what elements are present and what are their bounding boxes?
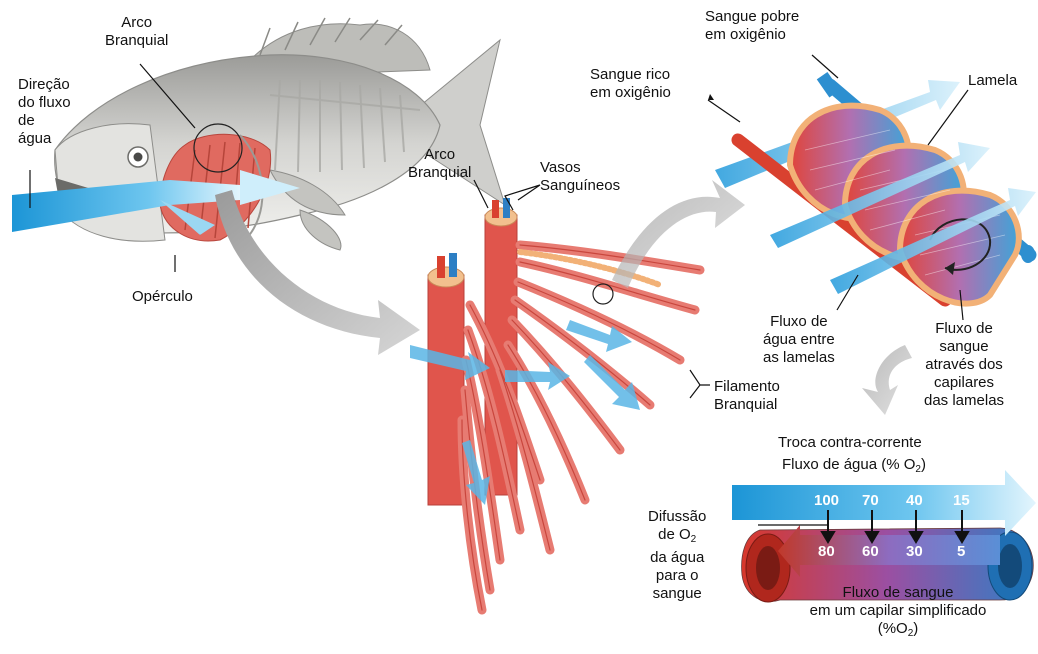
blood-o2-value: 30	[906, 543, 923, 560]
label-part: (%O	[878, 620, 908, 637]
blood-o2-value: 60	[862, 543, 879, 560]
label-lamela: Lamela	[968, 72, 1017, 90]
label-line: de O2	[648, 526, 706, 549]
label-line: do fluxo	[18, 94, 71, 112]
zoom-arrow-lamella-to-exchange	[862, 345, 912, 415]
label-line: Fluxo de sangue	[768, 584, 1028, 602]
label-sangue-pobre: Sangue pobre em oxigênio	[705, 8, 799, 44]
label-line: Sangue pobre	[705, 8, 799, 26]
lamellae	[715, 72, 1036, 304]
label-line: das lamelas	[924, 392, 1004, 410]
label-line: (%O2)	[768, 620, 1028, 643]
label-line: Branquial	[105, 32, 168, 50]
label-line: Difussão	[648, 508, 706, 526]
label-line: sangue	[924, 338, 1004, 356]
water-o2-value: 100	[814, 492, 839, 509]
label-line: Arco	[408, 146, 471, 164]
label-vasos-sanguineos: Vasos Sanguíneos	[540, 159, 620, 195]
label-line: Direção	[18, 76, 71, 94]
label-sangue-rico: Sangue rico em oxigênio	[590, 66, 671, 102]
label-line: Sangue rico	[590, 66, 671, 84]
label-line: através dos	[924, 356, 1004, 374]
water-o2-value: 40	[906, 492, 923, 509]
label-line: em oxigênio	[590, 84, 671, 102]
label-line: Fluxo de	[763, 313, 835, 331]
label-fluxo-agua-o2: Fluxo de água (% O2)	[782, 456, 926, 479]
label-line: para o	[648, 567, 706, 585]
fish	[55, 18, 505, 250]
label-line: Vasos	[540, 159, 620, 177]
label-subscript: 2	[691, 534, 697, 545]
label-troca-contra-corrente: Troca contra-corrente	[778, 434, 922, 452]
label-line: Branquial	[408, 164, 471, 182]
label-line: da água	[648, 549, 706, 567]
label-operculo: Opérculo	[132, 288, 193, 306]
water-o2-value: 15	[953, 492, 970, 509]
blood-o2-value: 80	[818, 543, 835, 560]
label-fluxo-agua-lamelas: Fluxo de água entre as lamelas	[763, 313, 835, 367]
label-line: capilares	[924, 374, 1004, 392]
label-line: água entre	[763, 331, 835, 349]
label-line: Arco	[105, 14, 168, 32]
countercurrent-exchange	[732, 470, 1036, 602]
label-filamento-branquial: Filamento Branquial	[714, 378, 780, 414]
label-line: Filamento	[714, 378, 780, 396]
label-line: as lamelas	[763, 349, 835, 367]
label-part: )	[921, 456, 926, 473]
label-line: sangue	[648, 585, 706, 603]
zoom-arrow-filament-to-lamella	[612, 180, 745, 288]
label-part: Fluxo de água (% O	[782, 456, 915, 473]
water-flow-band	[732, 470, 1036, 536]
label-line: em oxigênio	[705, 26, 799, 44]
label-line: Sanguíneos	[540, 177, 620, 195]
label-arco-branquial-gill: Arco Branquial	[408, 146, 471, 182]
blood-o2-value: 5	[957, 543, 965, 560]
label-line: água	[18, 130, 71, 148]
label-line: em um capilar simplificado	[768, 602, 1028, 620]
label-difusao-o2: Difussão de O2 da água para o sangue	[648, 508, 706, 603]
label-arco-branquial-fish: Arco Branquial	[105, 14, 168, 50]
label-part: de O	[658, 526, 691, 543]
label-fluxo-sangue-capilar: Fluxo de sangue em um capilar simplifica…	[768, 584, 1028, 643]
label-part: )	[913, 620, 918, 637]
label-line: Branquial	[714, 396, 780, 414]
label-fluxo-sangue-capilares: Fluxo de sangue através dos capilares da…	[924, 320, 1004, 410]
label-line: de	[18, 112, 71, 130]
label-direcao-fluxo: Direção do fluxo de água	[18, 76, 71, 148]
water-o2-value: 70	[862, 492, 879, 509]
label-line: Fluxo de	[924, 320, 1004, 338]
